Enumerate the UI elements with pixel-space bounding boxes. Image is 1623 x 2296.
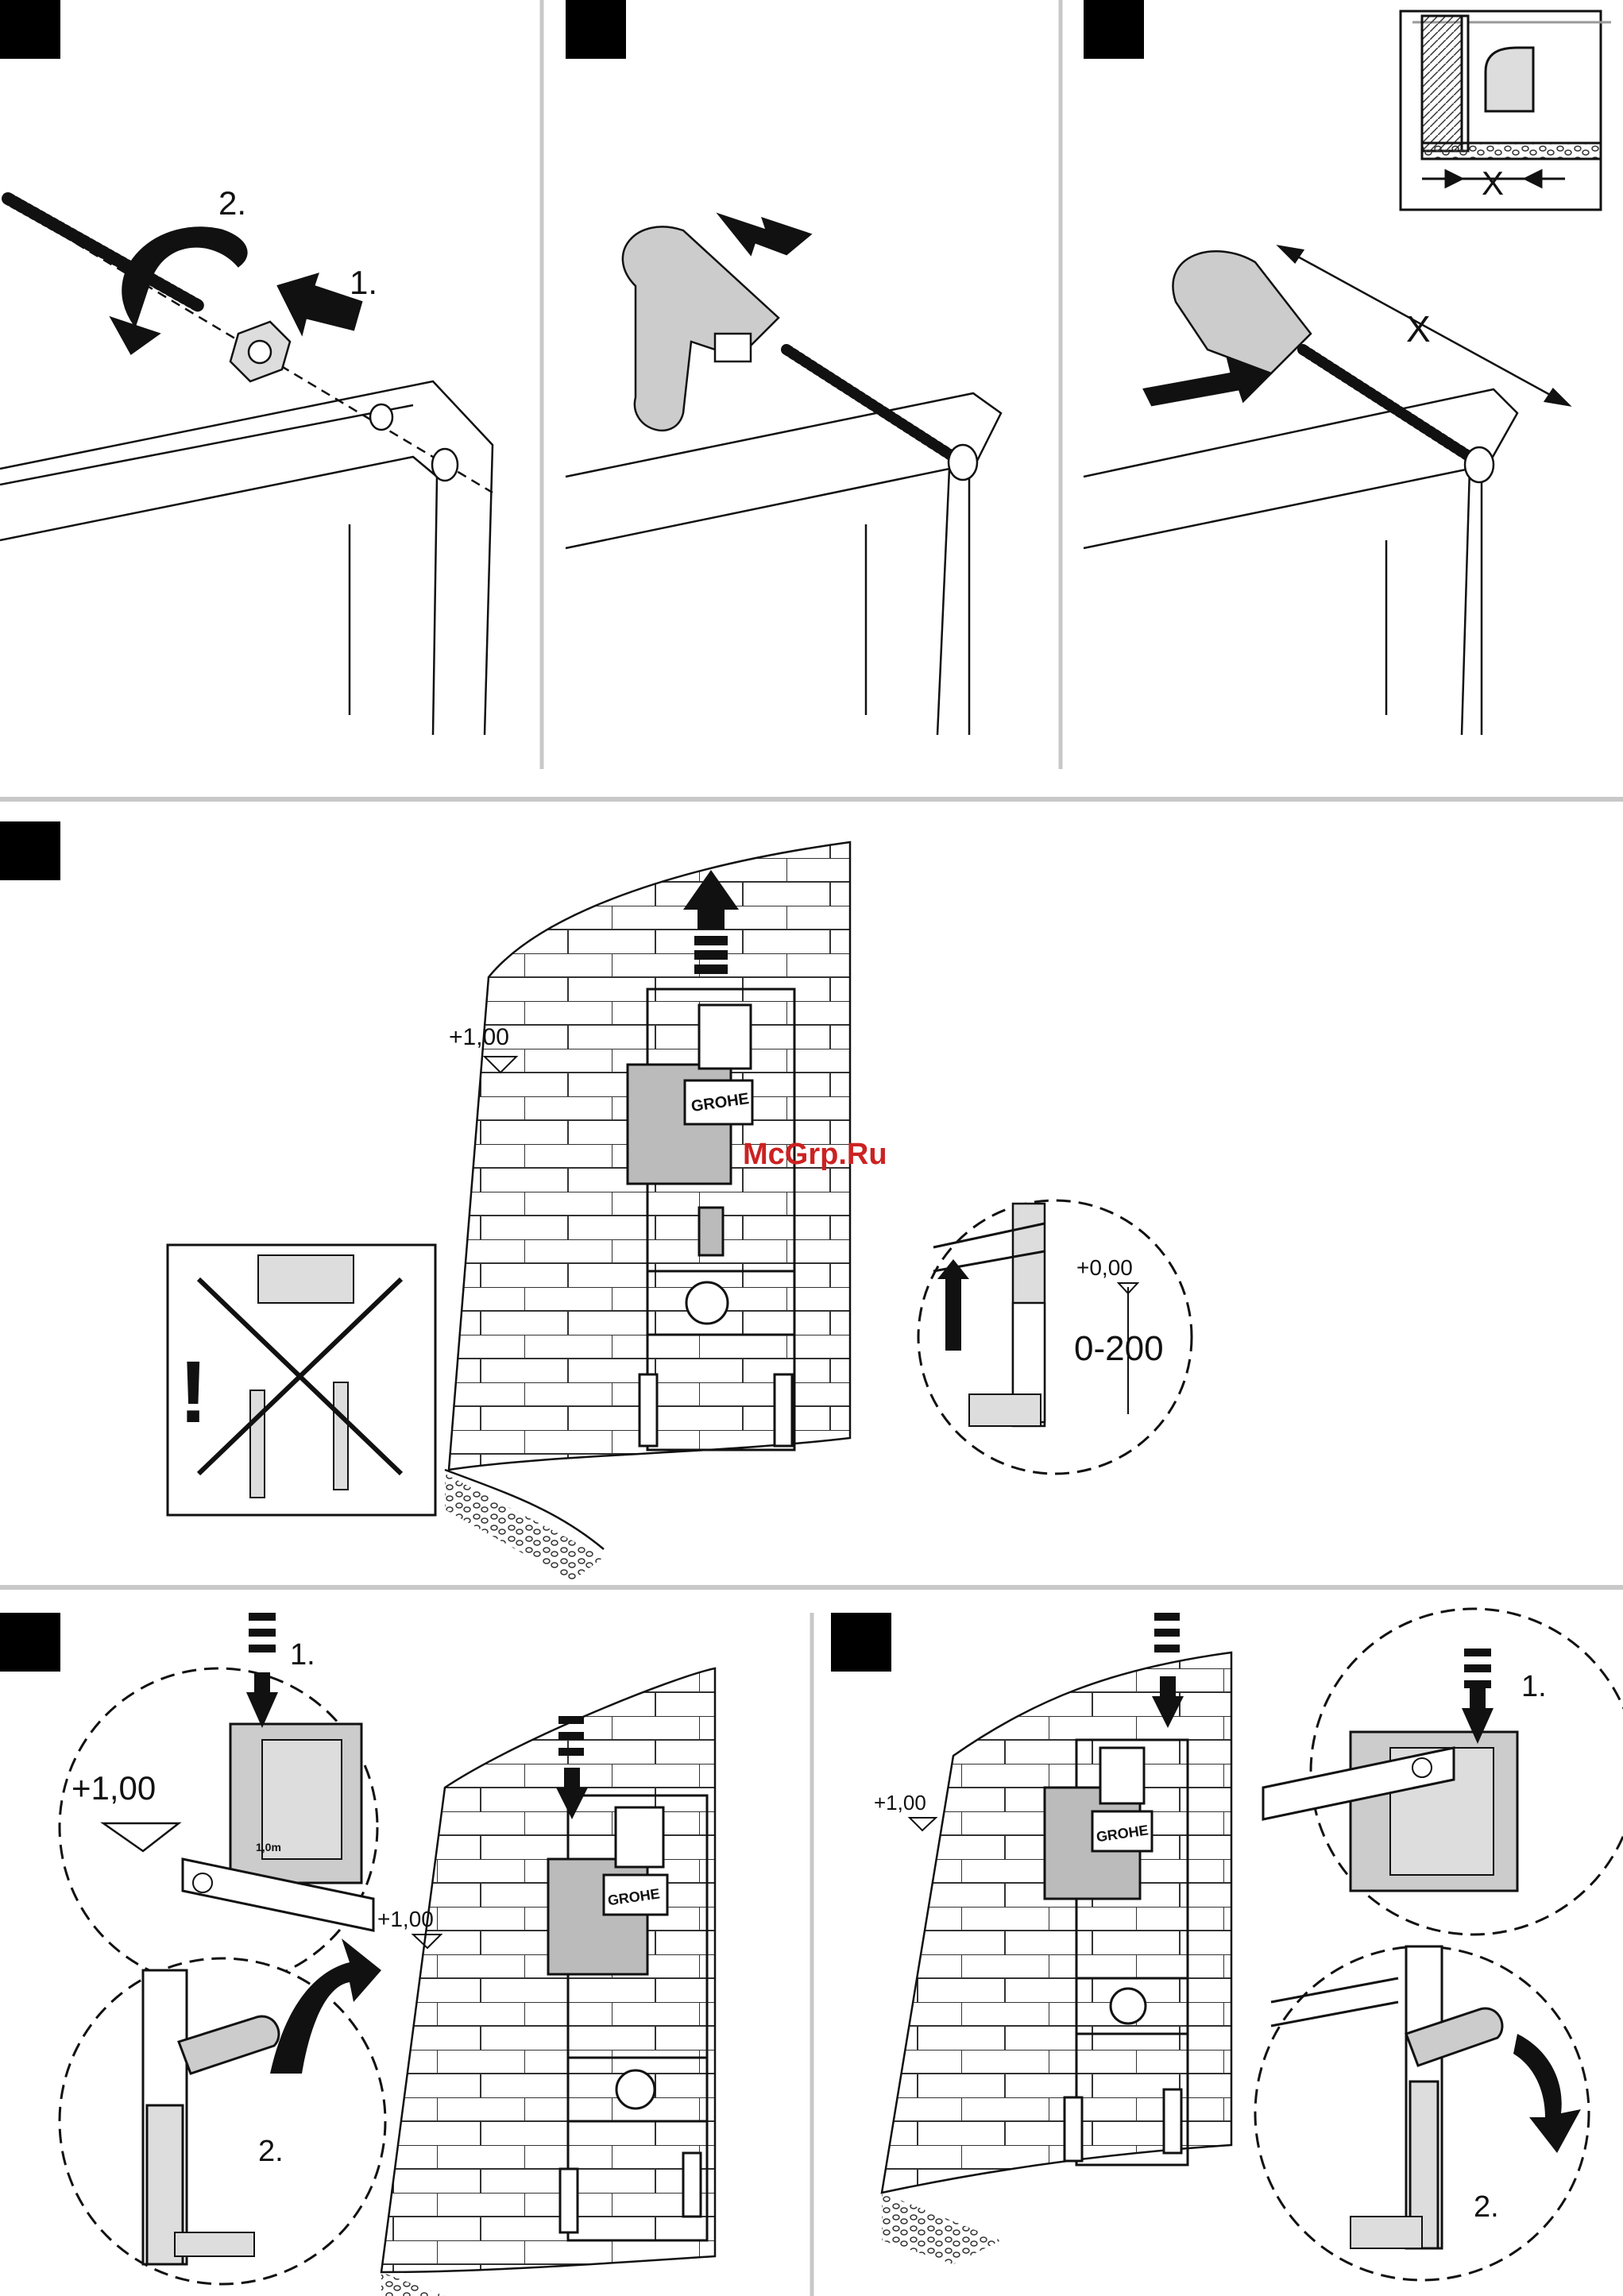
step-marker-a <box>0 0 60 59</box>
inset-wall-detail <box>1401 11 1611 210</box>
step-f-label-1: 1. <box>1521 1670 1547 1703</box>
panel-a-anchor-bolt <box>0 199 493 735</box>
panel-f-frame <box>882 1613 1231 2264</box>
panel-b-rod-tool <box>566 215 1001 735</box>
level-mark-f: +1,00 <box>874 1791 926 1815</box>
step-marker-c <box>1084 0 1144 59</box>
adjust-range-label: 0-200 <box>1074 1329 1164 1368</box>
dimension-x-main: X <box>1406 308 1431 350</box>
setting-tool <box>1173 251 1311 373</box>
step-e-label-1: 1. <box>290 1638 315 1672</box>
step-a-label-2: 2. <box>218 184 246 222</box>
level-mark-e-zoom: +1,00 <box>71 1769 156 1807</box>
zoom-wrench-f <box>1255 1946 1589 2280</box>
spirit-level-tag: 1,0m <box>256 1841 281 1853</box>
rotate-arrow <box>122 228 246 326</box>
setting-tool <box>623 226 779 430</box>
step-a-label-1: 1. <box>350 264 377 301</box>
level-mark-e-frame: +1,00 <box>377 1907 434 1931</box>
threaded-rod <box>1303 350 1470 457</box>
step-marker-e <box>0 1613 60 1672</box>
step-marker-f <box>831 1613 891 1672</box>
panel-e-frame <box>381 1668 715 2296</box>
step-marker-b <box>566 0 626 59</box>
step-marker-d <box>0 821 60 880</box>
zoom-wrench-e <box>60 1938 385 2284</box>
step-e-label-2: 2. <box>258 2135 284 2168</box>
level-mark-d: +1,00 <box>449 1024 509 1050</box>
exclamation-icon: ! <box>179 1343 208 1441</box>
zero-level-mark: +0,00 <box>1076 1255 1133 1280</box>
pull-arrow <box>719 215 810 254</box>
zoom-spirit-level-f <box>1263 1609 1623 1935</box>
dimension-x-inset: X <box>1482 164 1504 202</box>
panel-d-frame <box>445 842 850 1581</box>
watermark: McGrp.Ru <box>743 1138 887 1171</box>
warning-inset: ! <box>168 1245 435 1515</box>
step-f-label-2: 2. <box>1474 2190 1499 2224</box>
panel-c-measure <box>1084 246 1569 735</box>
